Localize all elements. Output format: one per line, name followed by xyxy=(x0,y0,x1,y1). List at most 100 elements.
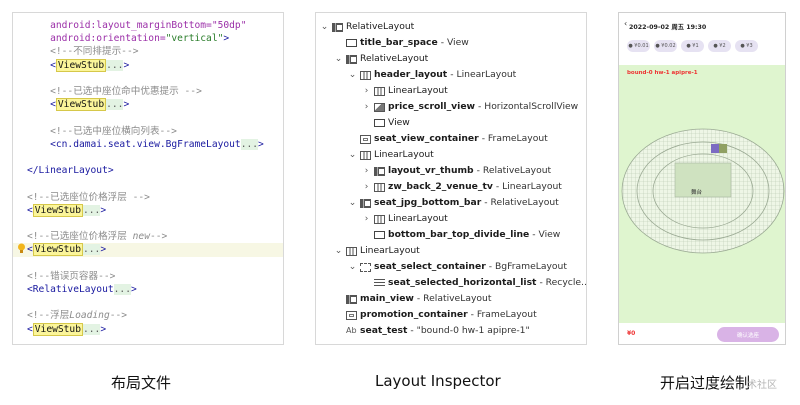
tree-node-name: price_scroll_view xyxy=(388,101,476,112)
tree-node[interactable]: bottom_bar_top_divide_line - View xyxy=(362,227,560,243)
chevron-right-icon[interactable]: › xyxy=(364,86,369,96)
tree-node-type: - View xyxy=(440,37,469,48)
stage xyxy=(674,162,732,198)
tree-node[interactable]: ⌄RelativeLayout xyxy=(334,51,429,67)
price-chip[interactable]: ● ¥0.02 xyxy=(654,40,677,52)
code-line: android:orientation="vertical"> xyxy=(13,32,283,46)
tree-node[interactable]: seat_selected_horizontal_list - Recycle.… xyxy=(362,275,586,291)
code-line: <ViewStub...> xyxy=(13,322,283,337)
tree-node-name: layout_vr_thumb xyxy=(388,165,474,176)
watermark: 术社区 xyxy=(747,380,777,391)
linear-layout-icon xyxy=(360,70,371,80)
code-line: <!--浮层Loading--> xyxy=(13,309,283,323)
linear-layout-icon xyxy=(360,150,371,160)
code-line xyxy=(13,296,283,310)
scroll-view-icon xyxy=(374,102,385,112)
chevron-down-icon[interactable]: ⌄ xyxy=(320,22,329,32)
tree-node-type: - BgFrameLayout xyxy=(488,261,567,272)
seat-map-area[interactable]: bound-0 hw-1 apipre-1 舞台 xyxy=(619,65,785,323)
tree-node[interactable]: ⌄seat_jpg_bottom_bar - RelativeLayout xyxy=(348,195,559,211)
chevron-right-icon[interactable]: › xyxy=(364,102,369,112)
relative-layout-icon xyxy=(346,294,357,304)
tree-node-name: bottom_bar_top_divide_line xyxy=(388,229,530,240)
price-chip[interactable]: ● ¥2 xyxy=(708,40,731,52)
code-line: <!--已选座位价格浮层 new--> xyxy=(13,230,283,244)
tree-spacer xyxy=(348,131,357,147)
caption-layout-inspector: Layout Inspector xyxy=(375,372,501,390)
code-token: <!--浮层 xyxy=(27,310,70,322)
fold-marker[interactable]: ... xyxy=(240,138,259,150)
code-token: <RelativeLayout xyxy=(27,284,114,295)
chevron-right-icon[interactable]: › xyxy=(364,166,369,176)
confirm-seat-button[interactable]: 确认选座 xyxy=(717,327,779,342)
tree-node[interactable]: › LinearLayout xyxy=(362,83,448,99)
tree-node-type: - RelativeLayout xyxy=(416,293,492,304)
chevron-down-icon[interactable]: ⌄ xyxy=(334,54,343,64)
chevron-right-icon[interactable]: › xyxy=(364,214,369,224)
tree-node[interactable]: main_view - RelativeLayout xyxy=(334,291,491,307)
lightbulb-icon[interactable] xyxy=(17,243,26,254)
stage-label: 舞台 xyxy=(691,190,703,196)
code-token: Loading xyxy=(69,310,110,322)
code-line: <!--错误页容器--> xyxy=(13,270,283,284)
tree-node[interactable]: title_bar_space - View xyxy=(334,35,469,51)
code-token: ViewStub xyxy=(32,203,83,217)
chevron-down-icon[interactable]: ⌄ xyxy=(348,198,357,208)
code-line xyxy=(13,151,283,165)
code-line: <ViewStub...> xyxy=(13,98,283,112)
fold-marker[interactable]: ... xyxy=(113,284,131,295)
code-token: > xyxy=(100,204,107,216)
tree-node-type: - LinearLayout xyxy=(495,181,562,192)
tree-node[interactable]: ›layout_vr_thumb - RelativeLayout xyxy=(362,163,551,179)
chevron-right-icon[interactable]: › xyxy=(364,182,369,192)
code-line xyxy=(13,257,283,271)
code-line: <ViewStub...> xyxy=(13,58,283,73)
price-chip[interactable]: ● ¥3 xyxy=(735,40,758,52)
tree-node-name: seat_select_container xyxy=(374,261,486,272)
tree-node[interactable]: ⌄LinearLayout xyxy=(334,243,420,259)
tree-node-name: main_view xyxy=(360,293,414,304)
chevron-down-icon[interactable]: ⌄ xyxy=(334,246,343,256)
view-icon xyxy=(346,39,357,47)
fold-marker[interactable]: ... xyxy=(106,99,124,111)
tree-node-name: LinearLayout xyxy=(388,85,448,96)
code-token: ViewStub xyxy=(55,58,107,72)
code-token: <cn.damai.seat.view.BgFrameLayout xyxy=(27,138,241,150)
fold-marker[interactable]: ... xyxy=(83,204,101,216)
fold-marker[interactable]: ... xyxy=(83,323,101,335)
price-chip[interactable]: ● ¥0.01 xyxy=(627,40,650,52)
code-token: "vertical" xyxy=(165,33,224,45)
linear-layout-icon xyxy=(374,214,385,224)
tree-node[interactable]: ›zw_back_2_venue_tv - LinearLayout xyxy=(362,179,562,195)
tree-node[interactable]: ›price_scroll_view - HorizontalScrollVie… xyxy=(362,99,579,115)
tree-node[interactable]: ⌄LinearLayout xyxy=(348,147,434,163)
tree-node[interactable]: ⌄ seat_select_container - BgFrameLayout xyxy=(348,259,567,275)
code-token: <!--已选座位价格浮层 xyxy=(27,231,133,243)
chevron-down-icon[interactable]: ⌄ xyxy=(348,70,357,80)
chevron-down-icon[interactable]: ⌄ xyxy=(348,262,357,272)
code-token: > xyxy=(130,284,137,295)
tree-node[interactable]: seat_view_container - FrameLayout xyxy=(348,131,548,147)
tree-node[interactable]: ⌄RelativeLayout xyxy=(320,19,415,35)
phone-bottom-bar: ¥0 确认选座 xyxy=(619,323,785,344)
view-icon xyxy=(374,231,385,239)
stadium-seat-map[interactable] xyxy=(619,65,786,323)
tree-node-type: - View xyxy=(532,229,561,240)
fold-marker[interactable]: ... xyxy=(106,59,124,71)
chevron-down-icon[interactable]: ⌄ xyxy=(348,150,357,160)
tree-node-name: seat_selected_horizontal_list xyxy=(388,277,537,288)
tree-node[interactable]: View xyxy=(362,115,410,131)
code-token: android:orientation= xyxy=(27,33,166,45)
code-line: <!--已选中座位横向列表--> xyxy=(13,125,283,139)
code-token: > xyxy=(123,59,130,71)
tree-node[interactable]: ›LinearLayout xyxy=(362,211,448,227)
tree-node[interactable]: promotion_container - FrameLayout xyxy=(334,307,537,323)
chevron-left-icon[interactable]: ‹ xyxy=(624,19,628,28)
tree-spacer xyxy=(362,275,371,291)
price-chip[interactable]: ● ¥1 xyxy=(681,40,704,52)
code-token: new xyxy=(132,231,150,243)
tree-node[interactable]: ⌄header_layout - LinearLayout xyxy=(348,67,517,83)
code-token: > xyxy=(223,33,230,45)
fold-marker[interactable]: ... xyxy=(83,244,101,256)
